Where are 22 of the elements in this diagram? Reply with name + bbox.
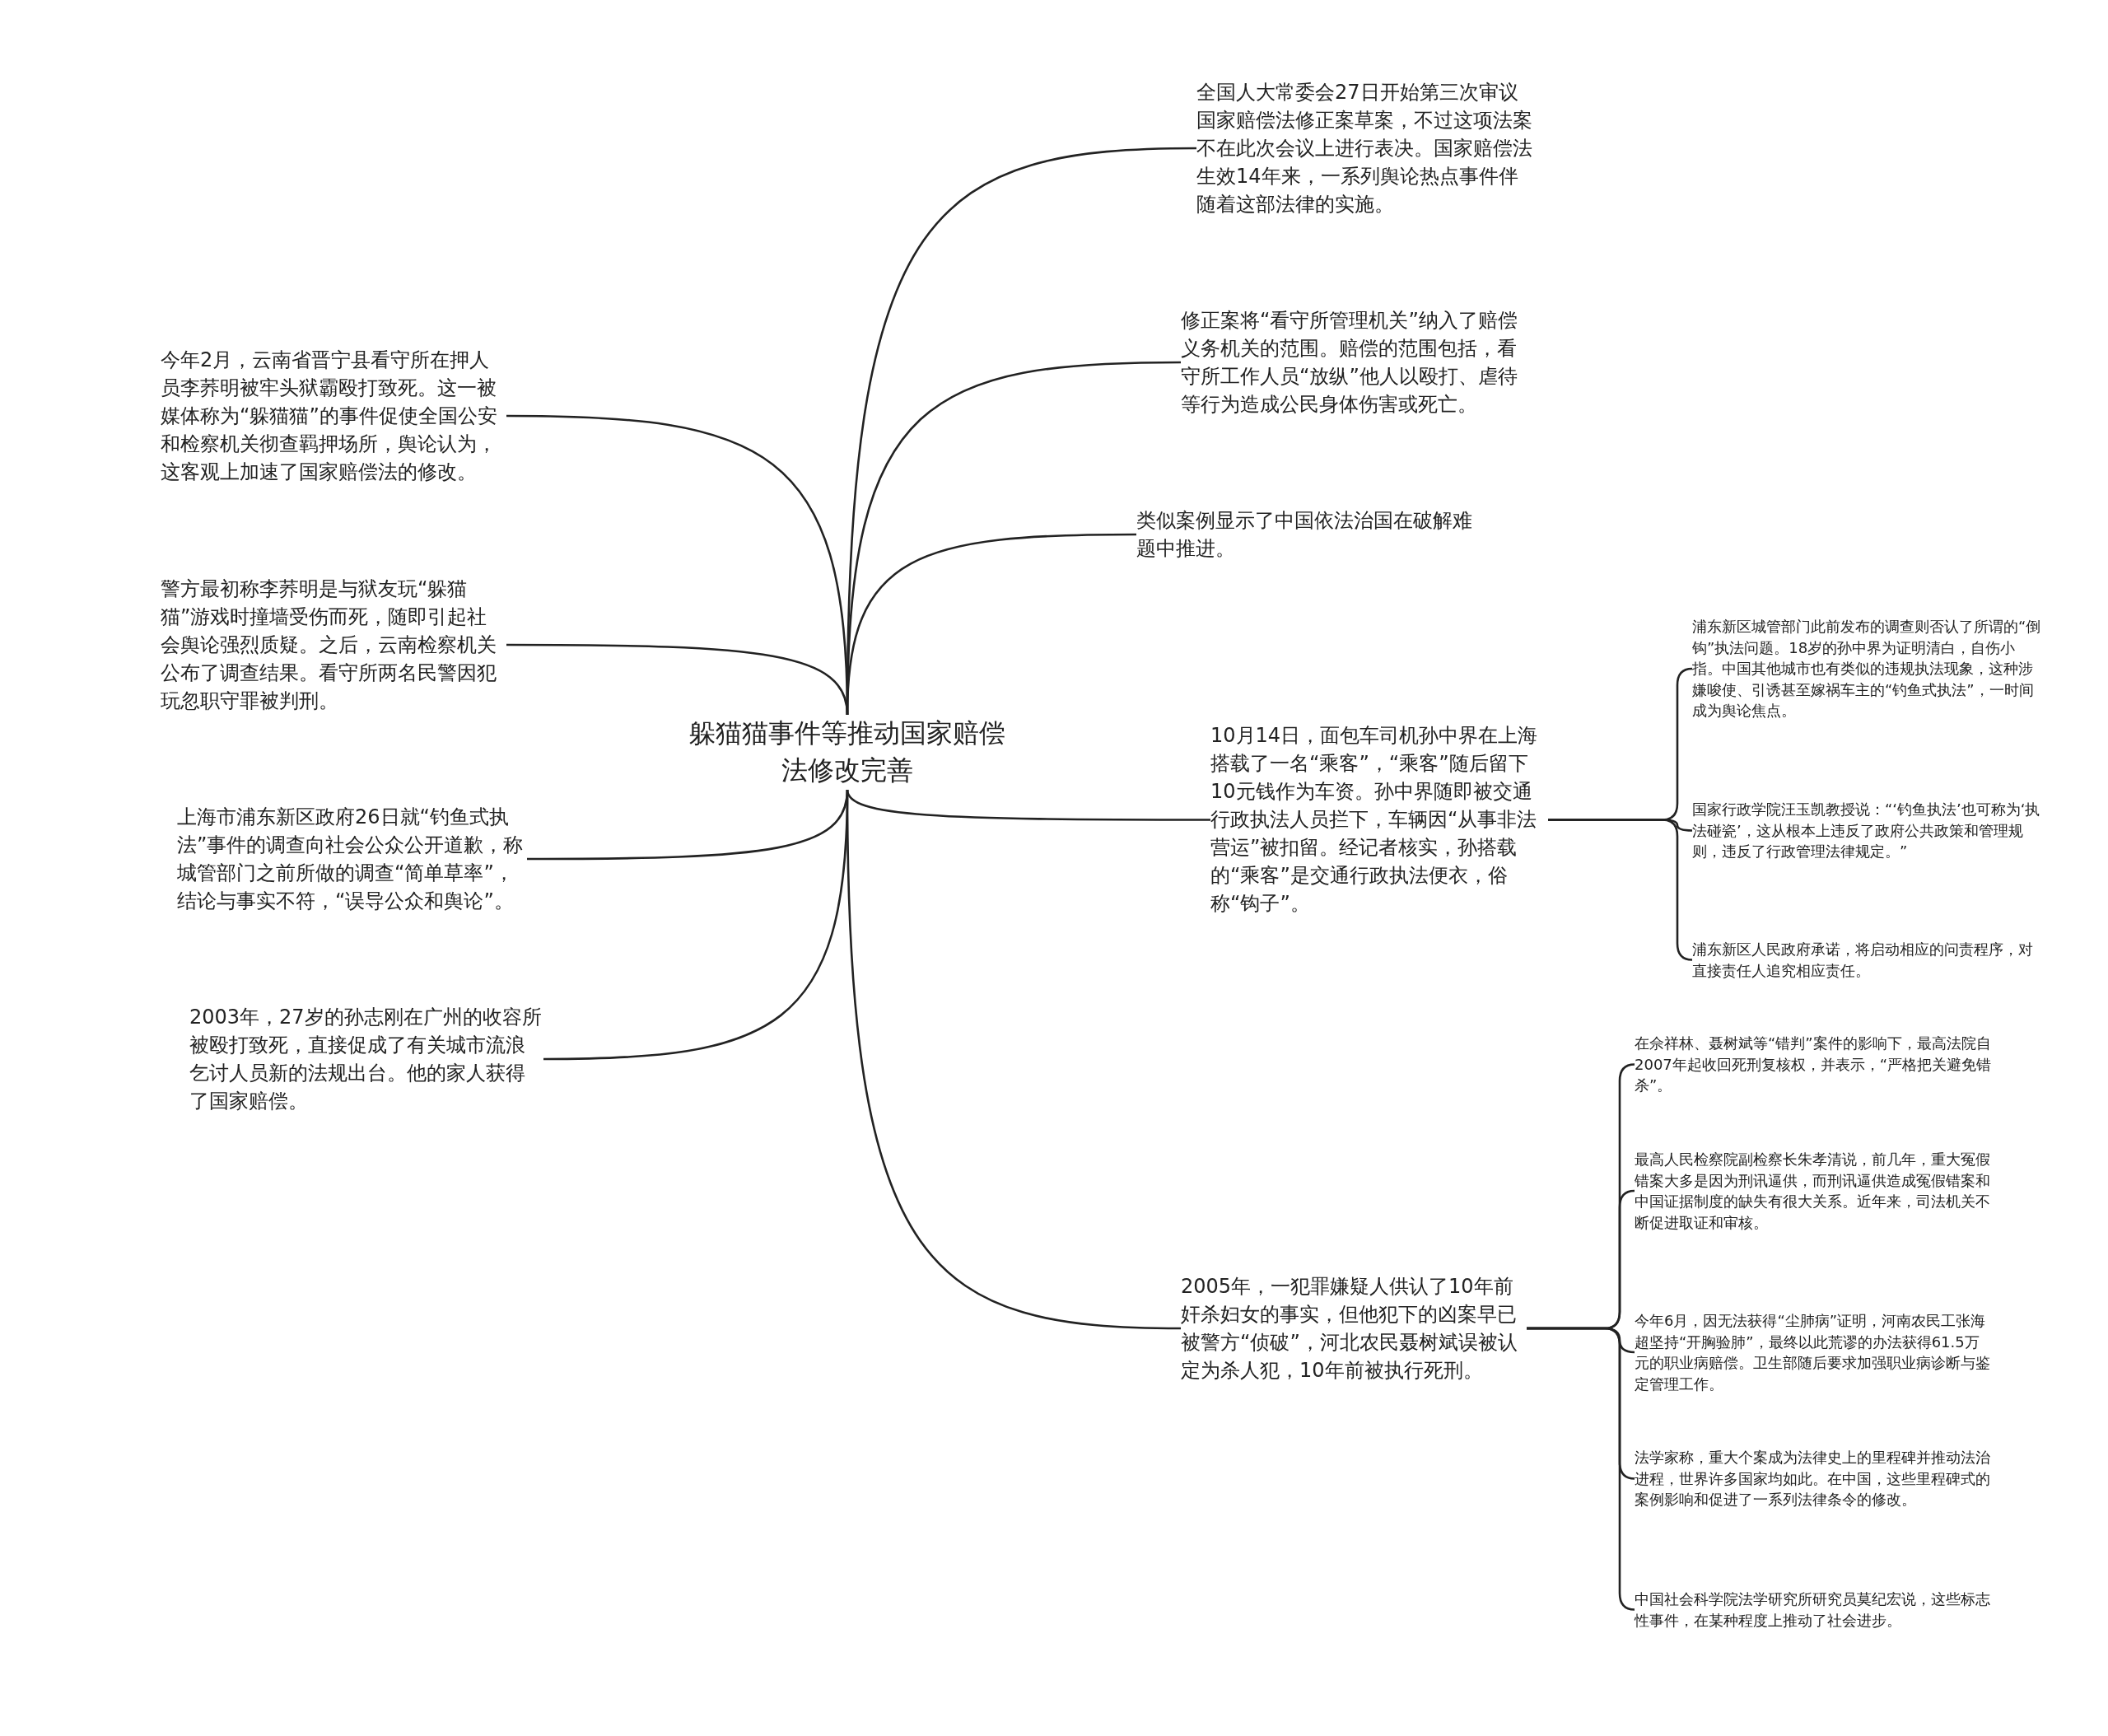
note-text: 浦东新区城管部门此前发布的调查则否认了所谓的“倒钩”执法问题。18岁的孙中界为证明清白，自伤小指。中国其他城市也有类似的违规执法现象，这种涉嫌唆使、引诱甚至嫁祸车主的“钓鱼式执法”，一时间成为舆论焦点。 bbox=[1692, 616, 2042, 721]
branch-text: 警方最初称李荞明是与狱友玩“躲猫猫”游戏时撞墙受伤而死，随即引起社会舆论强烈质疑。之后，云南检察机关公布了调查结果。看守所两名民警因犯玩忽职守罪被判刑。 bbox=[161, 575, 506, 716]
note-text: 国家行政学院汪玉凯教授说：“‘钓鱼执法’也可称为‘执法碰瓷’，这从根本上违反了政府公共政策和管理规则，违反了行政管理法律规定。” bbox=[1692, 799, 2042, 862]
branch-text: 2005年，一犯罪嫌疑人供认了10年前奸杀妇女的事实，但他犯下的凶案早已被警方“侦破”，河北农民聂树斌误被认定为杀人犯，10年前被执行死刑。 bbox=[1181, 1272, 1527, 1385]
branch-text: 类似案例显示了中国依法治国在破解难题中推进。 bbox=[1136, 506, 1479, 563]
central-topic-text: 躲猫猫事件等推动国家赔偿法修改完善 bbox=[686, 715, 1009, 790]
branch-text: 全国人大常委会27日开始第三次审议国家赔偿法修正案草案，不过这项法案不在此次会议上进行表决。国家赔偿法生效14年来，一系列舆论热点事件伴随着这部法律的实施。 bbox=[1196, 78, 1537, 219]
branch-line bbox=[543, 789, 849, 1061]
note-text: 法学家称，重大个案成为法律史上的里程碑并推动法治进程，世界许多国家均如此。在中国，这些里程碑式的案例影响和促进了一系列法律条令的修改。 bbox=[1635, 1447, 1993, 1510]
branch-text: 上海市浦东新区政府26日就“钓鱼式执法”事件的调查向社会公众公开道歉，称城管部门之前所做的调查“简单草率”，结论与事实不符，“误导公众和舆论”。 bbox=[177, 803, 527, 916]
note-text: 在佘祥林、聂树斌等“错判”案件的影响下，最高法院自2007年起收回死刑复核权，并表示，“严格把关避免错杀”。 bbox=[1635, 1033, 1993, 1096]
branch-line bbox=[527, 789, 849, 861]
note-text: 今年6月，因无法获得“尘肺病”证明，河南农民工张海超坚持“开胸验肺”，最终以此荒谬的办法获得61.5万元的职业病赔偿。卫生部随后要求加强职业病诊断与鉴定管理工作。 bbox=[1635, 1310, 1993, 1395]
branch-line bbox=[846, 789, 1210, 821]
branch-text: 今年2月，云南省晋宁县看守所在押人员李荞明被牢头狱霸殴打致死。这一被媒体称为“躲猫猫”的事件促使全国公安和检察机关彻查羁押场所，舆论认为，这客观上加速了国家赔偿法的修改。 bbox=[161, 346, 506, 487]
branch-text: 修正案将“看守所管理机关”纳入了赔偿义务机关的范围。赔偿的范围包括，看守所工作人员“放纵”他人以殴打、虐待等行为造成公民身体伤害或死亡。 bbox=[1181, 306, 1520, 419]
note-text: 浦东新区人民政府承诺，将启动相应的问责程序，对直接责任人追究相应责任。 bbox=[1692, 939, 2042, 982]
note-text: 最高人民检察院副检察长朱孝清说，前几年，重大冤假错案大多是因为刑讯逼供，而刑讯逼供造成冤假错案和中国证据制度的缺失有很大关系。近年来，司法机关不断促进取证和审核。 bbox=[1635, 1149, 1993, 1234]
branch-line bbox=[506, 643, 849, 716]
branch-text: 2003年，27岁的孙志刚在广州的收容所被殴打致死，直接促成了有关城市流浪乞讨人员新的法规出台。他的家人获得了国家赔偿。 bbox=[189, 1003, 543, 1116]
branch-text: 10月14日，面包车司机孙中界在上海搭载了一名“乘客”，“乘客”随后留下10元钱作为车资。孙中界随即被交通行政执法人员拦下，车辆因“从事非法营运”被扣留。经记者核实，孙搭载的“乘客”是交通行政执法便衣，俗称“钩子”。 bbox=[1210, 721, 1548, 918]
note-text: 中国社会科学院法学研究所研究员莫纪宏说，这些标志性事件，在某种程度上推动了社会进步。 bbox=[1635, 1589, 1993, 1631]
